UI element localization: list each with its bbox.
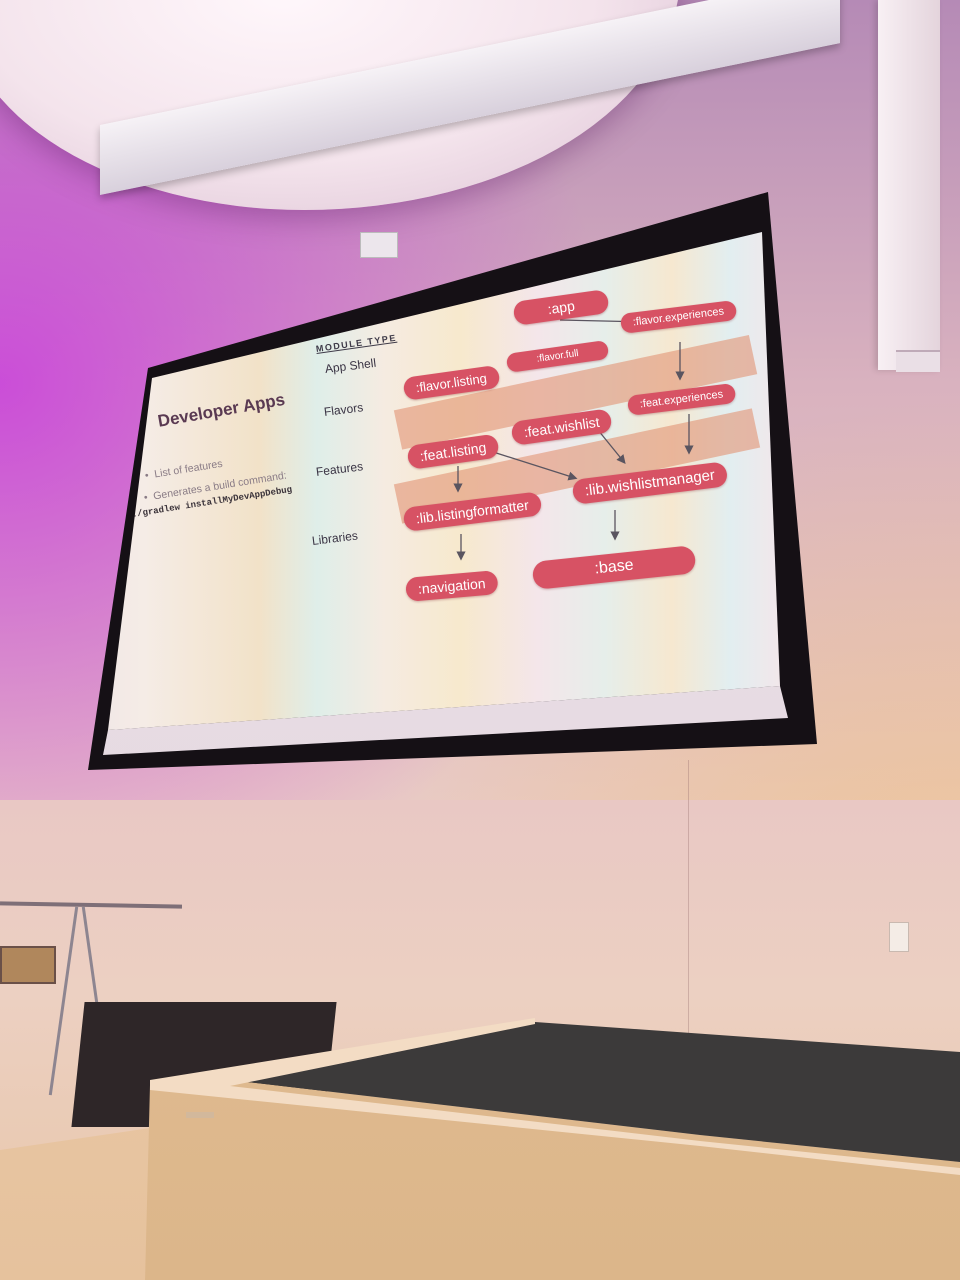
wooden-chair — [0, 946, 56, 984]
arrow-feat-wishlist-to-lib-wishlistmanager — [597, 429, 626, 465]
speaker-base — [896, 350, 940, 372]
arrow-feat-listing-to-lib-wishlistmanager — [489, 450, 578, 481]
slide: Developer Apps • List of features • Gene… — [131, 288, 761, 602]
stage-plate — [186, 1112, 214, 1118]
dependency-arrows — [453, 317, 694, 561]
projector-sensor — [360, 232, 398, 258]
wall-speaker — [878, 0, 940, 370]
power-outlet — [889, 922, 909, 952]
wall-seam — [688, 760, 689, 1050]
